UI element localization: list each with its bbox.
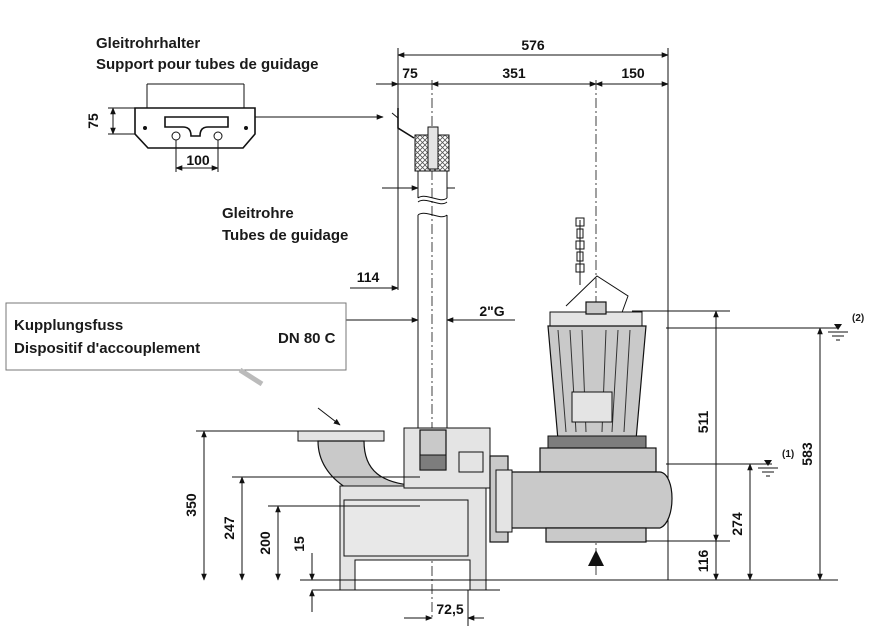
coupling-callout (5, 302, 347, 426)
dim-height-116: 116 (695, 549, 711, 572)
rail-holder-label-de: Gleitrohrhalter (96, 35, 200, 52)
guide-tubes-label-de: Gleitrohre (222, 205, 294, 222)
dim-height-583: 583 (799, 442, 815, 466)
guide-tubes-label-fr: Tubes de guidage (222, 227, 348, 244)
dim-tube-114: 114 (357, 269, 380, 285)
dim-height-200: 200 (257, 531, 273, 555)
coupling-label-fr: Dispositif d'accouplement (14, 340, 200, 357)
dim-height-247: 247 (221, 516, 237, 540)
coupling-label-de: Kupplungsfuss (14, 317, 123, 334)
dim-height-15: 15 (291, 536, 307, 552)
tube-dimension-lines (335, 118, 515, 323)
level-1-label: (1) (782, 449, 794, 460)
coupling-size: DN 80 C (278, 330, 336, 347)
guide-tube-lower (417, 212, 448, 430)
dim-tube-thread: 2"G (479, 303, 504, 319)
level-2-label: (2) (852, 313, 864, 324)
guide-tube-upper (391, 108, 450, 205)
dim-holder-spacing: 100 (186, 152, 210, 168)
dim-height-274: 274 (729, 512, 745, 536)
pump-motor (547, 301, 647, 449)
dim-holder-height: 75 (85, 113, 101, 129)
pump-lifting-chain (565, 217, 629, 319)
rail-holder-label-fr: Support pour tubes de guidage (96, 56, 319, 73)
left-dimension-lines (196, 430, 420, 612)
dim-overall-width: 576 (521, 37, 545, 53)
dim-height-350: 350 (183, 493, 199, 517)
rail-holder-drawing (108, 83, 384, 172)
right-dimension-lines (300, 310, 838, 581)
dim-base-72-5: 72,5 (436, 601, 463, 617)
dim-height-511: 511 (695, 410, 711, 433)
water-level-symbol-1 (758, 460, 778, 477)
dim-offset-75: 75 (402, 65, 418, 81)
dim-offset-351: 351 (502, 65, 526, 81)
bottom-dimension-lines (404, 590, 484, 626)
coupling-foot (297, 427, 509, 591)
pump-volute (495, 447, 673, 566)
dim-offset-150: 150 (621, 65, 645, 81)
water-level-symbol-2 (828, 324, 848, 341)
